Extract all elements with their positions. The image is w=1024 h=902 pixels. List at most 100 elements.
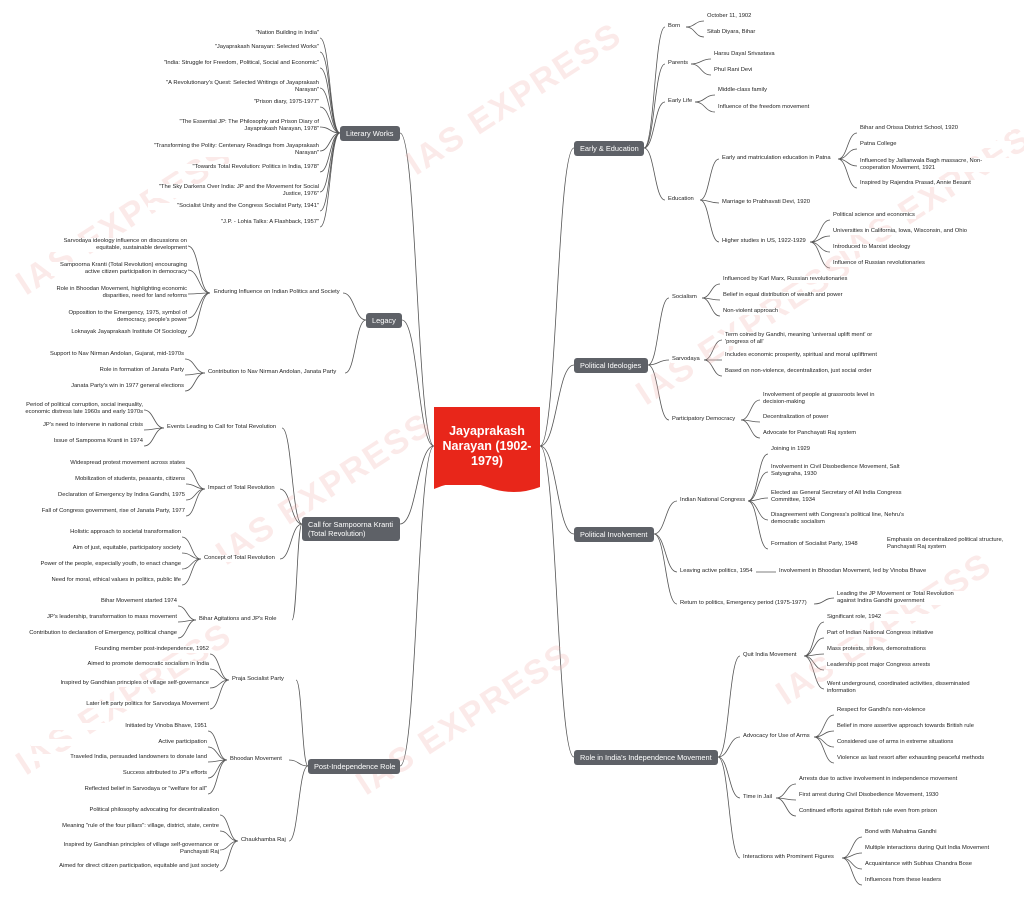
leaf-node[interactable]: Part of Indian National Congress initiat… [826,630,1000,638]
leaf-node[interactable]: Mobilization of students, peasants, citi… [9,476,186,484]
subtopic-impact[interactable]: Impact of Total Revolution [207,485,276,493]
branch-political-ideologies[interactable]: Political Ideologies [574,358,648,373]
branch-political-involvement[interactable]: Political Involvement [574,527,654,542]
leaf-node[interactable]: Reflected belief in Sarvodaya or "welfar… [31,786,208,794]
leaf-node[interactable]: Political philosophy advocating for dece… [33,807,220,815]
leaf-node[interactable]: Universities in California, Iowa, Wiscon… [832,228,969,236]
leaf-node[interactable]: "Towards Total Revolution: Politics in I… [148,164,320,172]
leaf-node[interactable]: Includes economic prosperity, spiritual … [724,352,894,360]
subtopic-socialism[interactable]: Socialism [671,294,698,302]
subtopic-participatory-democracy[interactable]: Participatory Democracy [671,416,737,424]
leaf-node[interactable]: Aimed to promote democratic socialism in… [58,661,210,669]
leaf-node[interactable]: October 11, 1902 [706,13,753,21]
leaf-node[interactable]: Leading the JP Movement or Total Revolut… [836,591,968,606]
leaf-node[interactable]: Phul Rani Devi [713,67,754,75]
leaf-node[interactable]: Loknayak Jayaprakash Institute Of Sociol… [51,329,188,337]
leaf-node[interactable]: Leadership post major Congress arrests [826,662,1000,670]
leaf-node[interactable]: JP's leadership, transformation to mass … [1,614,178,622]
leaf-node[interactable]: Involvement of people at grassroots leve… [762,392,894,407]
leaf-node[interactable]: Power of the people, especially youth, t… [5,561,182,569]
leaf-node[interactable]: Political science and economics [832,212,916,220]
leaf-node[interactable]: Advocate for Panchayati Raj system [762,430,894,438]
leaf-node[interactable]: Contribution to declaration of Emergency… [1,630,178,638]
leaf-node[interactable]: Aim of just, equitable, participatory so… [5,545,182,553]
leaf-node[interactable]: "Transforming the Polity: Centenary Read… [148,143,320,158]
leaf-node[interactable]: Violence as last resort after exhausting… [836,755,986,763]
leaf-node[interactable]: Sarvodaya ideology influence on discussi… [51,238,188,253]
subtopic-figures[interactable]: Interactions with Prominent Figures [742,854,835,862]
leaf-node[interactable]: Joining in 1929 [770,446,932,454]
leaf-node[interactable]: Holistic approach to societal transforma… [5,529,182,537]
branch-legacy[interactable]: Legacy [366,313,402,328]
subtopic-return[interactable]: Return to politics, Emergency period (19… [679,600,808,608]
subtopic-bihar[interactable]: Bihar Agitations and JP's Role [198,616,278,624]
leaf-node[interactable]: Bihar Movement started 1974 [1,598,178,606]
branch-sampoorna-kranti[interactable]: Call for Sampoorna Kranti (Total Revolut… [302,517,400,541]
subtopic-concept[interactable]: Concept of Total Revolution [203,555,276,563]
subtopic-jail[interactable]: Time in Jail [742,794,774,802]
leaf-node[interactable]: Inspired by Gandhian principles of villa… [58,680,210,688]
subtopic-events[interactable]: Events Leading to Call for Total Revolut… [166,424,278,432]
leaf-node[interactable]: Elected as General Secretary of All Indi… [770,490,932,505]
leaf-node[interactable]: Bond with Mahatma Gandhi [864,829,938,837]
leaf-node[interactable]: Involvement in Civil Disobedience Moveme… [770,464,932,479]
leaf-node[interactable]: Belief in more assertive approach toward… [836,723,975,731]
leaf-node[interactable]: Later left party politics for Sarvodaya … [58,701,210,709]
leaf-node[interactable]: Inspired by Gandhian principles of villa… [33,842,220,857]
subtopic-chaukhamba[interactable]: Chaukhamba Raj [240,837,287,845]
leaf-node[interactable]: Mass protests, strikes, demonstrations [826,646,1000,654]
leaf-node[interactable]: Support to Nav Nirman Andolan, Gujarat, … [33,351,185,359]
subtopic-arms[interactable]: Advocacy for Use of Arms [742,733,811,741]
leaf-node[interactable]: Success attributed to JP's efforts [31,770,208,778]
leaf-node[interactable]: Formation of Socialist Party, 1948 [770,541,932,549]
leaf-node[interactable]: Active participation [31,739,208,747]
leaf-node[interactable]: Opposition to the Emergency, 1975, symbo… [51,310,188,325]
subtopic-praja[interactable]: Praja Socialist Party [231,676,285,684]
leaf-node[interactable]: Disagreement with Congress's political l… [770,512,932,527]
leaf-node[interactable]: Emphasis on decentralized political stru… [886,537,1018,552]
leaf-node[interactable]: First arrest during Civil Disobedience M… [798,792,940,800]
subtopic-parents[interactable]: Parents [667,60,689,68]
leaf-node[interactable]: Acquaintance with Subhas Chandra Bose [864,861,973,869]
subtopic-born[interactable]: Born [667,23,682,31]
leaf-node[interactable]: Sitab Diyara, Bihar [706,29,757,37]
leaf-node[interactable]: Janata Party's win in 1977 general elect… [33,383,185,391]
leaf-node[interactable]: Middle-class family [717,87,768,95]
leaf-node[interactable]: Term coined by Gandhi, meaning 'universa… [724,332,894,347]
leaf-node[interactable]: Founding member post-independence, 1952 [58,646,210,654]
subtopic-early-matric[interactable]: Early and matriculation education in Pat… [721,155,832,163]
branch-literary-works[interactable]: Literary Works [340,126,400,141]
leaf-node[interactable]: "Prison diary, 1975-1977" [148,99,320,107]
leaf-node[interactable]: "The Sky Darkens Over India: JP and the … [148,184,320,199]
leaf-node[interactable]: Involvement in Bhoodan Movement, led by … [778,568,928,576]
leaf-node[interactable]: Aimed for direct citizen participation, … [33,863,220,871]
leaf-node[interactable]: Initiated by Vinoba Bhave, 1951 [31,723,208,731]
leaf-node[interactable]: Non-violent approach [722,308,780,316]
branch-early-education[interactable]: Early & Education [574,141,644,156]
leaf-node[interactable]: "Nation Building in India" [148,30,320,38]
leaf-node[interactable]: Issue of Sampoorna Kranti in 1974 [12,438,144,446]
leaf-node[interactable]: Introduced to Marxist ideology [832,244,912,252]
leaf-node[interactable]: Continued efforts against British rule e… [798,808,939,816]
leaf-node[interactable]: Considered use of arms in extreme situat… [836,739,955,747]
central-topic[interactable]: Jayaprakash Narayan (1902-1979) [434,407,540,485]
leaf-node[interactable]: Influence of Russian revolutionaries [832,260,926,268]
leaf-node[interactable]: Bihar and Orissa District School, 1920 [859,125,1011,133]
subtopic-education[interactable]: Education [667,196,695,204]
leaf-node[interactable]: Harsu Dayal Srivastava [713,51,776,59]
leaf-node[interactable]: Belief in equal distribution of wealth a… [722,292,844,300]
leaf-node[interactable]: Influence of the freedom movement [717,104,811,112]
subtopic-inc[interactable]: Indian National Congress [679,497,747,505]
leaf-node[interactable]: Traveled India, persuaded landowners to … [31,754,208,762]
leaf-node[interactable]: Influenced by Karl Marx, Russian revolut… [722,276,849,284]
leaf-node[interactable]: Based on non-violence, decentralization,… [724,368,894,376]
branch-independence-movement[interactable]: Role in India's Independence Movement [574,750,718,765]
leaf-node[interactable]: Arrests due to active involvement in ind… [798,776,959,784]
subtopic-early-life[interactable]: Early Life [667,98,694,106]
branch-post-independence[interactable]: Post-Independence Role [308,759,400,774]
leaf-node[interactable]: Declaration of Emergency by Indira Gandh… [9,492,186,500]
subtopic-sarvodaya[interactable]: Sarvodaya [671,356,701,364]
leaf-node[interactable]: Widespread protest movement across state… [9,460,186,468]
leaf-node[interactable]: "The Essential JP: The Philosophy and Pr… [148,119,320,134]
leaf-node[interactable]: Patna College [859,141,1011,149]
